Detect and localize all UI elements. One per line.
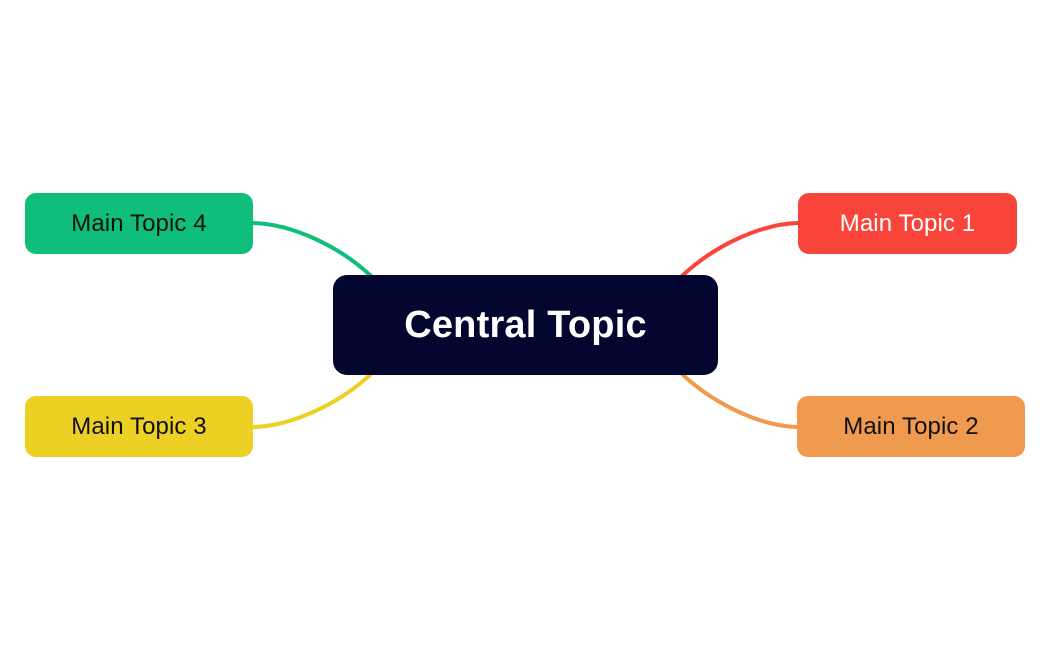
connector-main-topic-3 xyxy=(251,372,373,429)
connector-main-topic-2 xyxy=(680,372,799,429)
main-topic-2-node-label: Main Topic 2 xyxy=(843,412,979,440)
main-topic-1-node-label: Main Topic 1 xyxy=(839,209,976,237)
central-topic-node-label: Central Topic xyxy=(404,304,647,346)
main-topic-3-node[interactable]: Main Topic 3 xyxy=(25,396,253,457)
main-topic-4-node-label: Main Topic 4 xyxy=(71,209,207,237)
connector-main-topic-1 xyxy=(680,221,800,278)
main-topic-2-node[interactable]: Main Topic 2 xyxy=(797,396,1025,457)
main-topic-3-node-label: Main Topic 3 xyxy=(71,412,207,440)
main-topic-1-node[interactable]: Main Topic 1 xyxy=(798,193,1017,254)
main-topic-4-node[interactable]: Main Topic 4 xyxy=(25,193,253,254)
connector-main-topic-4 xyxy=(251,221,373,278)
central-topic-node[interactable]: Central Topic xyxy=(333,275,718,375)
